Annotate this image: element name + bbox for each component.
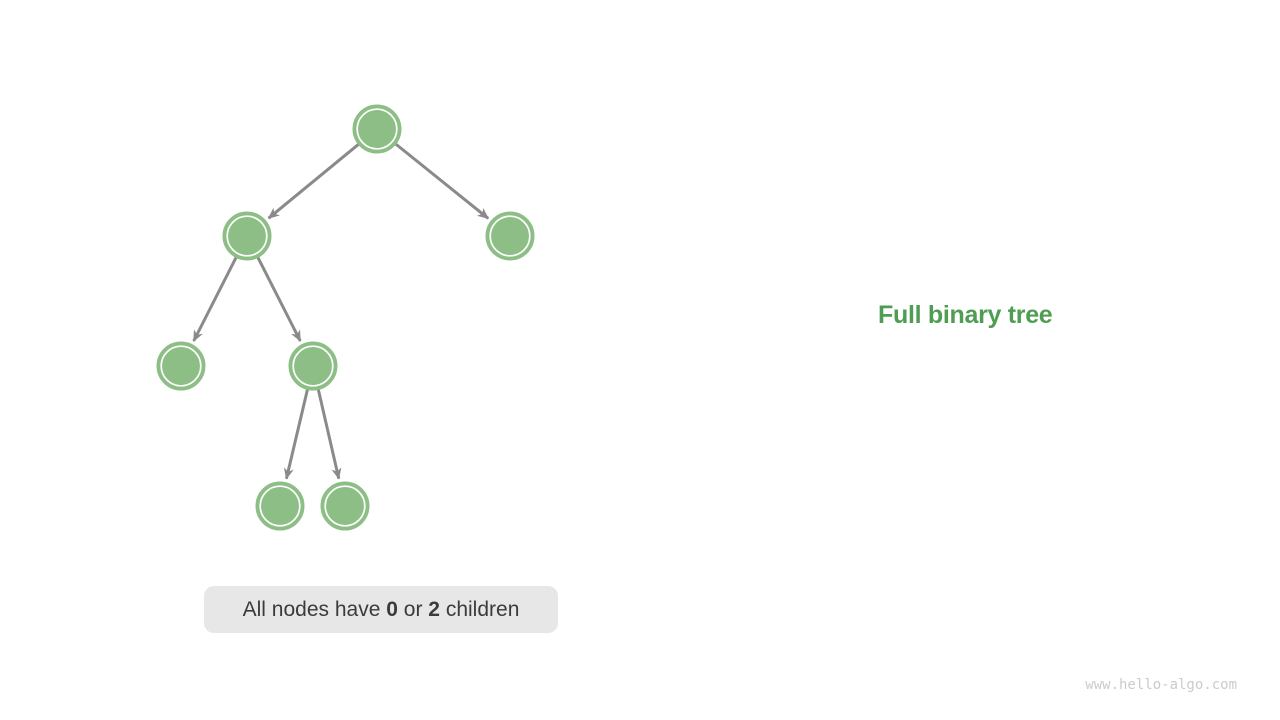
caption-badge: All nodes have 0 or 2 children: [204, 586, 558, 633]
edges-layer: [192, 142, 490, 480]
diagram-title: Full binary tree: [878, 301, 1053, 329]
tree-edge: [192, 256, 238, 342]
node-inner-ring: [324, 485, 366, 527]
tree-edge: [267, 143, 360, 220]
node-inner-ring: [489, 215, 531, 257]
tree-node: [222, 211, 272, 261]
caption-text: or: [403, 598, 423, 621]
tree-edge: [394, 142, 490, 220]
caption-text: children: [445, 598, 520, 621]
tree-node: [485, 211, 535, 261]
tree-node: [156, 341, 206, 391]
watermark: www.hello-algo.com: [1085, 677, 1237, 693]
tree-edge: [283, 389, 309, 480]
tree-node: [320, 481, 370, 531]
node-inner-ring: [259, 485, 301, 527]
caption-bold-two: 2: [428, 598, 440, 621]
node-inner-ring: [160, 345, 202, 387]
tree-node: [288, 341, 338, 391]
caption-text: All nodes have: [242, 598, 381, 621]
tree-edge: [316, 389, 342, 480]
node-inner-ring: [356, 108, 398, 150]
caption-bold-zero: 0: [386, 598, 398, 621]
tree-node: [352, 104, 402, 154]
node-inner-ring: [226, 215, 268, 257]
node-inner-ring: [292, 345, 334, 387]
tree-edge: [256, 256, 302, 342]
nodes-layer: [156, 104, 535, 531]
tree-node: [255, 481, 305, 531]
